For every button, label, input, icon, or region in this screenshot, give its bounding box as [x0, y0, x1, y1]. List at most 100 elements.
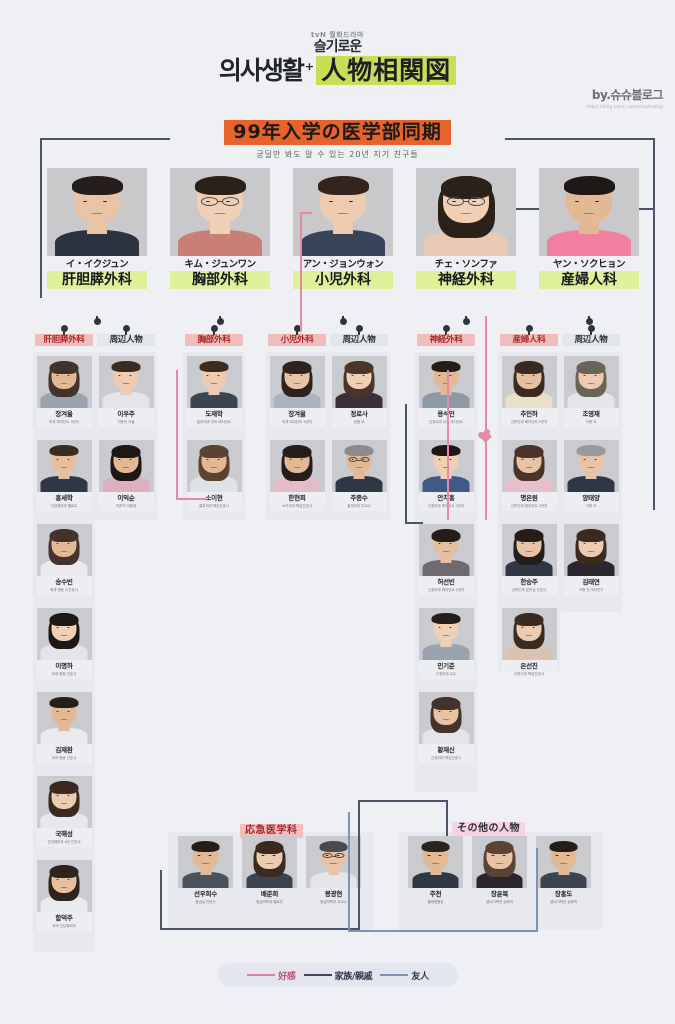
connector-line-4: [447, 370, 449, 520]
portrait-mouth: [329, 862, 338, 864]
person-role: 외과 병동 간호사: [51, 756, 77, 760]
portrait-mouth: [213, 212, 227, 215]
portrait-hair: [319, 840, 348, 852]
person-name: 추민하: [520, 410, 538, 418]
portrait-eye-left: [56, 543, 59, 545]
portrait-body: [40, 560, 88, 576]
portrait-hair: [344, 360, 374, 375]
portrait-body: [178, 229, 262, 256]
portrait-face: [419, 692, 474, 744]
person-role: 외과 레지던트 3년차: [49, 420, 79, 424]
portrait-neck: [430, 864, 441, 875]
portrait-body: [335, 476, 383, 492]
portrait-face: [99, 440, 154, 492]
group-header-6: 産婦人科: [500, 334, 558, 346]
credit: by.슈슈블로그 https://blog.naver.com/shushubl…: [587, 86, 664, 109]
connector-line-2: [300, 212, 302, 332]
person-name: 이우주: [117, 410, 135, 418]
cohort-banner: 99年入学の医学部同期 궁딜만 봐도 알 수 있는 20년 지기 친구들: [0, 120, 675, 160]
person-role: 간담췌외과 펠로우: [50, 504, 78, 508]
portrait-body: [40, 812, 88, 828]
person-role: 외과 병동 간호사: [51, 672, 77, 676]
connector-line-16: [536, 848, 538, 932]
cohort-banner-sub: 궁딜만 봐도 알 수 있는 20년 지기 친구들: [256, 150, 419, 159]
portrait-face: [536, 836, 591, 888]
main-character-pin: [216, 318, 224, 325]
person-photo: [36, 440, 92, 492]
portrait-body: [40, 644, 88, 660]
person-photo: [36, 608, 92, 660]
portrait-hair: [111, 444, 141, 459]
portrait-mouth: [525, 382, 533, 384]
portrait-eye-right: [102, 200, 108, 203]
group-header-pin-stem: [63, 330, 65, 335]
portrait-hair: [49, 612, 79, 627]
main-character-name: チェ・ソンファ: [434, 259, 498, 270]
portrait-face: [37, 776, 92, 828]
portrait-eye-left: [351, 375, 354, 377]
portrait-hair: [49, 360, 79, 375]
portrait-eye-left: [206, 459, 209, 461]
group-header-1: 周辺人物: [97, 334, 155, 346]
portrait-body: [102, 392, 150, 408]
portrait-mouth: [122, 382, 130, 384]
portrait-mouth: [201, 862, 210, 864]
connector-line-7: [405, 404, 407, 524]
person-photo: [178, 836, 233, 888]
legend-line-2: [380, 974, 409, 976]
portrait-face: [564, 440, 619, 492]
portrait-mouth: [293, 382, 301, 384]
group-header-pin-stem: [125, 330, 127, 335]
person-role: 율제병원장: [427, 900, 444, 904]
person-name: 정로사: [350, 410, 368, 418]
portrait-mouth: [210, 382, 218, 384]
main-characters-row: イ・イクジュン肝胆膵外科キム・ジュンワン胸部外科アン・ジョンウォン小児外科チェ・…: [47, 168, 639, 308]
portrait-face: [293, 168, 393, 256]
title-highlight: 人物相関図: [316, 56, 457, 85]
portrait-body: [102, 476, 150, 492]
person-role: 소아외과 책임간호사: [282, 504, 312, 508]
portrait-face: [99, 356, 154, 408]
portrait-eye-left: [56, 459, 59, 461]
portrait-eye-right: [532, 375, 535, 377]
person-photo: [418, 608, 474, 660]
group-header-0: 肝胆膵外科: [35, 334, 93, 346]
person-role: 응급실 간호사: [195, 900, 216, 904]
heart-lobe-b: [484, 429, 490, 435]
portrait-eye-right: [449, 711, 452, 713]
person-photo: [242, 836, 297, 888]
person-role: 석형 모: [585, 504, 597, 508]
portrait-eye-left: [56, 795, 59, 797]
person-name: 장윤복: [490, 890, 509, 898]
connector-line-9: [160, 870, 162, 930]
portrait-eye-left: [427, 855, 431, 857]
main-character-dept: 神経外科: [416, 271, 516, 289]
person-name: 용석민: [437, 410, 455, 418]
portrait-face: [242, 836, 297, 888]
portrait-eye-right: [67, 795, 70, 797]
connector-line-1: [176, 498, 206, 500]
portrait-mouth: [559, 862, 568, 864]
frame-left: [40, 138, 42, 298]
portrait-eye-right: [594, 375, 597, 377]
person-role: 흉부외과 책임간호사: [199, 504, 229, 508]
person-role: 간담췌외과 4년 간호사: [47, 840, 81, 844]
portrait-face: [187, 356, 242, 408]
portrait-hair: [194, 176, 246, 195]
person-role: 흉부외과 부교수: [347, 504, 371, 508]
portrait-body: [55, 229, 139, 256]
portrait-hair: [49, 528, 79, 543]
portrait-body: [540, 872, 587, 888]
portrait-hair: [440, 176, 492, 200]
person-role: 외과 간담췌외과: [52, 924, 76, 928]
portrait-mouth: [336, 212, 350, 215]
portrait-eye-left: [261, 855, 265, 857]
person-photo: [36, 776, 92, 828]
